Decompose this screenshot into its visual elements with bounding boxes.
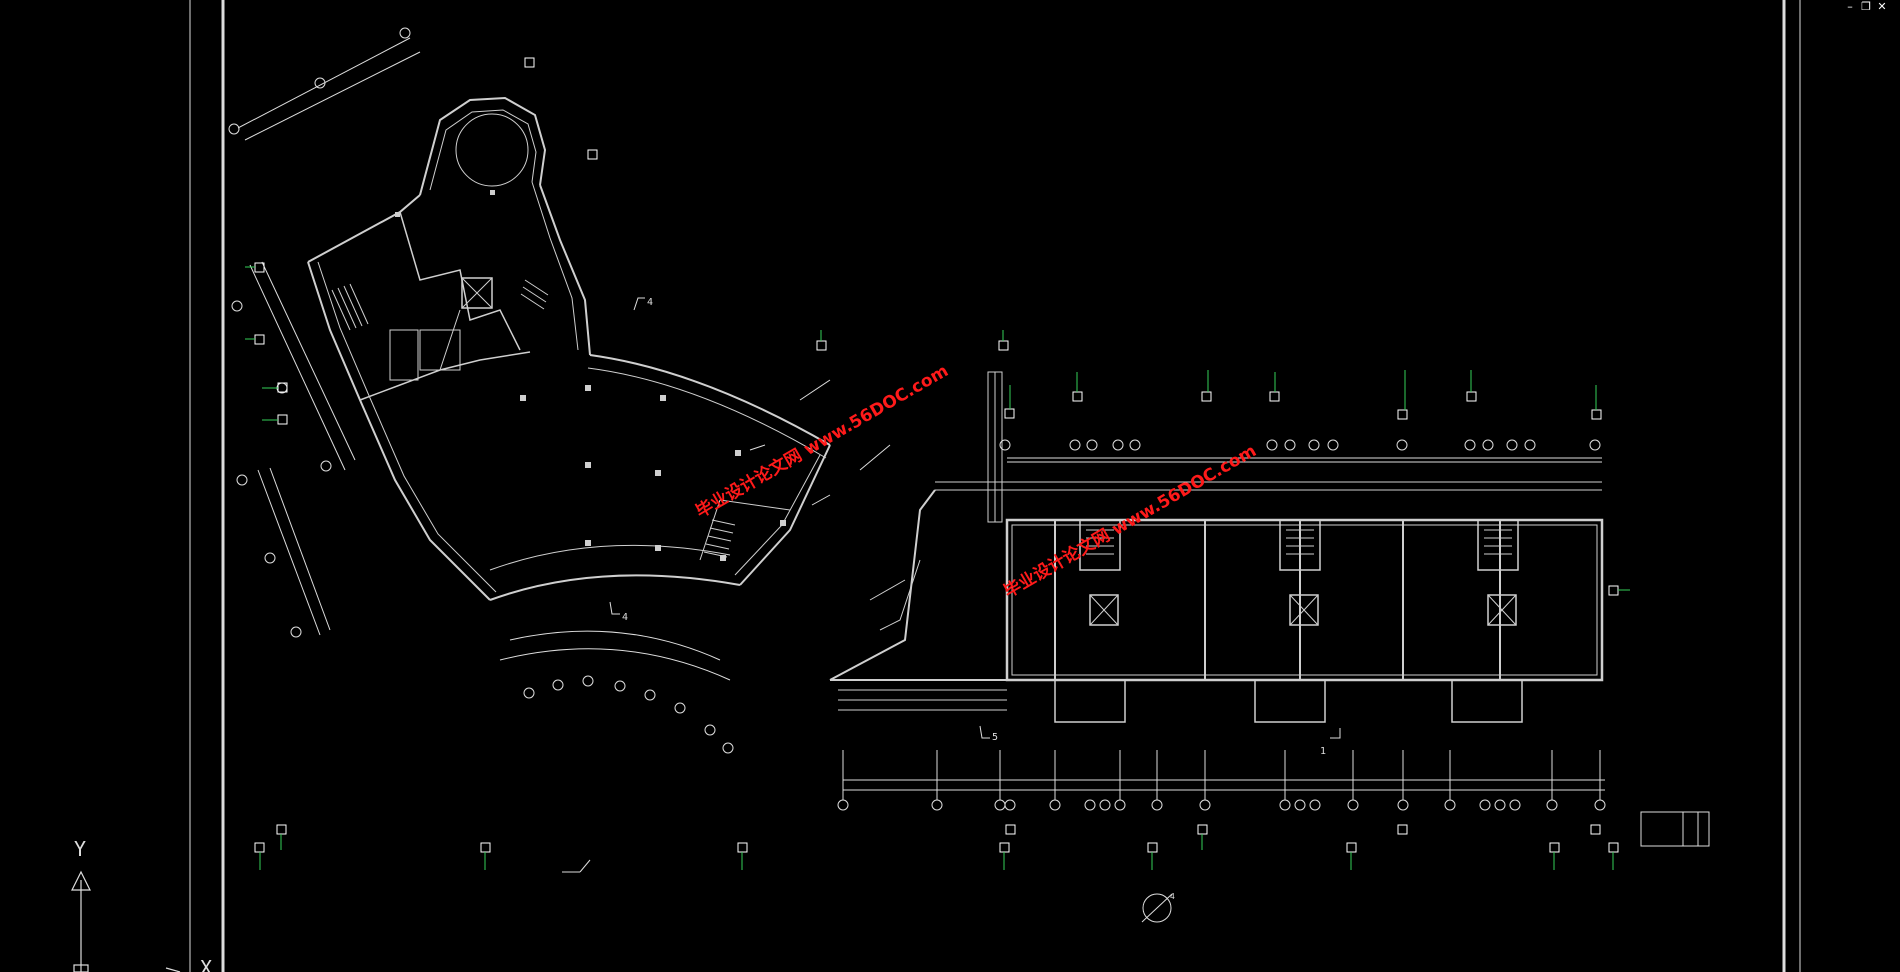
section-mark-south-5-label: 5 — [992, 732, 998, 743]
restore-button[interactable]: ❐ — [1861, 0, 1871, 13]
ucs-icon[interactable] — [71, 870, 181, 972]
section-mark-south-5: 5 — [979, 725, 998, 743]
west-wing-plan — [307, 96, 831, 601]
title-block — [1640, 811, 1710, 847]
misc-leader — [562, 859, 591, 873]
minimize-button[interactable]: – — [1847, 0, 1853, 13]
west-dimension-chains — [228, 27, 891, 754]
viewport-frame — [189, 0, 1801, 972]
section-mark-east-1-label: 1 — [1320, 746, 1326, 757]
east-dimension-chains — [837, 439, 1606, 811]
section-mark-east-1: 1 — [1320, 728, 1341, 757]
ucs-x-label: X — [200, 956, 212, 972]
section-mark-west-4-label: 4 — [647, 297, 653, 308]
close-button[interactable]: ✕ — [1877, 0, 1887, 13]
north-arrow: 4 — [1141, 892, 1175, 923]
section-mark-west-4: 4 — [633, 297, 653, 311]
marker-squares — [254, 57, 1619, 853]
marker-leaders — [245, 266, 1630, 870]
north-arrow-label: 4 — [1170, 892, 1175, 901]
ucs-y-label: Y — [74, 837, 86, 861]
east-wing-plan — [829, 371, 1604, 723]
section-mark-south-4: 4 — [609, 601, 628, 623]
watermark-1: 毕业设计论文网 www.56DOC.com — [692, 360, 952, 522]
section-mark-south-4-label: 4 — [622, 612, 628, 623]
